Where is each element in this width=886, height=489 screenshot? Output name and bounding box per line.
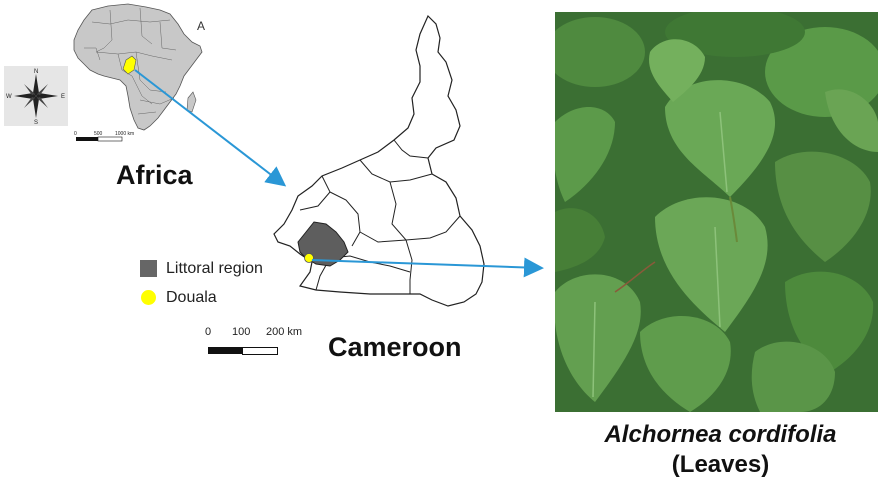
leaf-foliage bbox=[555, 12, 878, 412]
arrow-africa-to-cameroon bbox=[134, 69, 287, 187]
madagascar bbox=[186, 91, 197, 113]
africa-label: Africa bbox=[116, 160, 193, 190]
arrow-douala-to-plant bbox=[311, 257, 544, 278]
compass-star-icon bbox=[14, 74, 58, 118]
littoral-swatch bbox=[140, 260, 157, 277]
douala-swatch bbox=[141, 290, 156, 305]
svg-text:E: E bbox=[61, 94, 65, 100]
africa-borders bbox=[84, 7, 177, 115]
svg-text:S: S bbox=[34, 120, 38, 126]
svg-text:500: 500 bbox=[94, 131, 103, 137]
legend-label-littoral: Littoral region bbox=[166, 260, 263, 277]
cameroon-label: Cameroon bbox=[328, 332, 462, 362]
legend: Littoral region Douala bbox=[140, 259, 290, 309]
svg-text:1000 km: 1000 km bbox=[115, 131, 134, 137]
cameroon-scale-bar: 0 100 200 km bbox=[200, 326, 320, 358]
africa-scale-bar: 0 500 1000 km bbox=[74, 131, 134, 142]
plant-species-label: Alchornea cordifolia bbox=[604, 421, 837, 448]
svg-text:W: W bbox=[6, 94, 12, 100]
douala-point bbox=[304, 253, 314, 263]
north-arrow-letter: A bbox=[197, 19, 205, 33]
svg-text:0: 0 bbox=[74, 131, 77, 137]
legend-label-douala: Douala bbox=[166, 289, 217, 306]
plant-photo bbox=[555, 12, 878, 412]
svg-text:N: N bbox=[34, 69, 38, 75]
plant-part-label: (Leaves) bbox=[671, 451, 770, 478]
africa-inset-map: A 0 500 1000 km bbox=[73, 3, 205, 142]
compass-rose: N S W E bbox=[4, 66, 68, 126]
cameroon-highlight bbox=[122, 55, 137, 75]
